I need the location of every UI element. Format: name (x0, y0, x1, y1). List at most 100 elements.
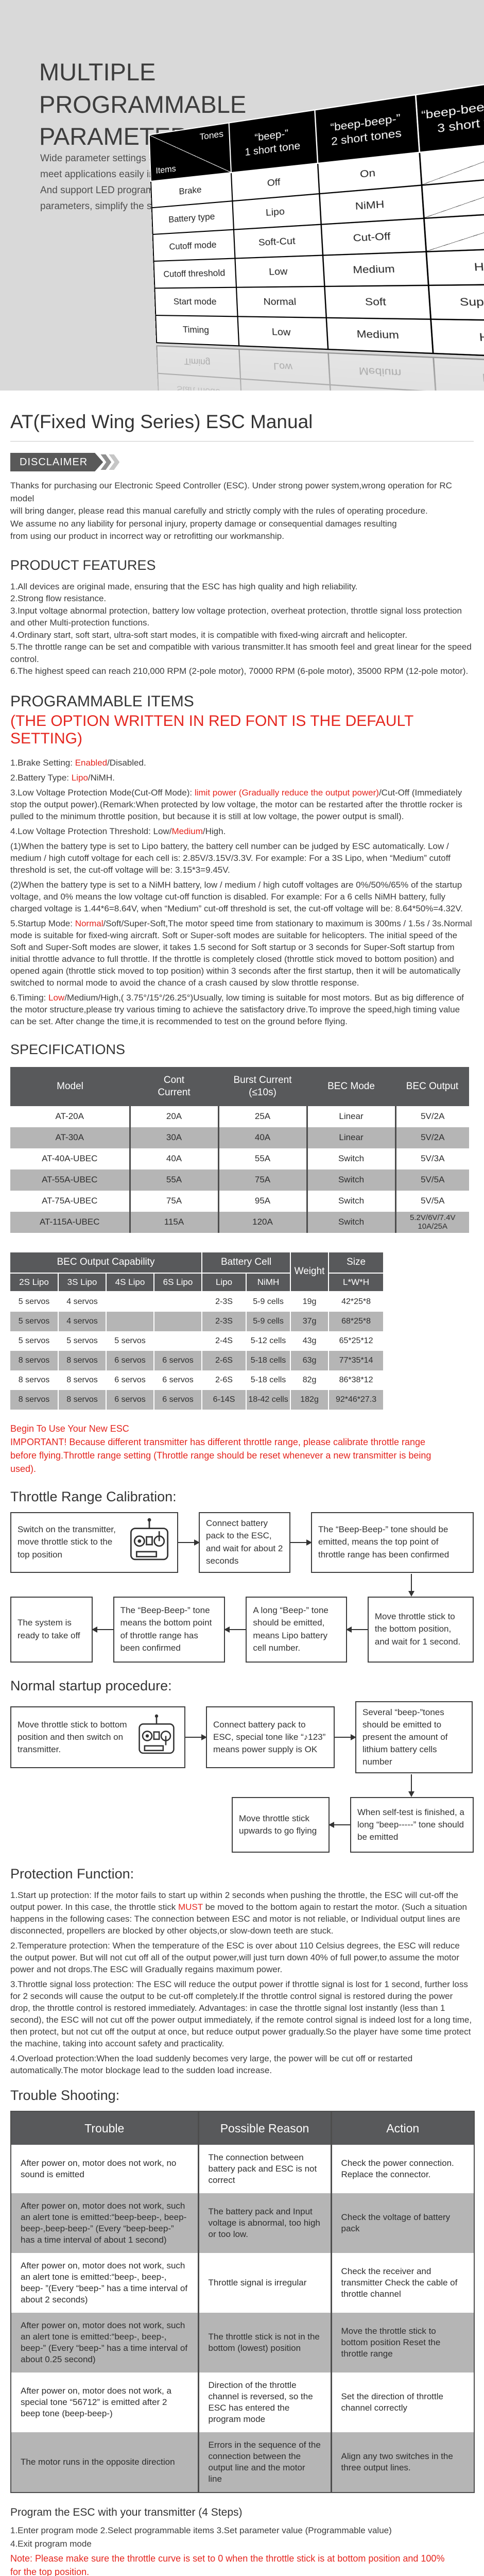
header-cell: Possible Reason (198, 2111, 332, 2145)
disclaimer-badge-row: DISCLAIMER (10, 453, 474, 471)
cell: Check the voltage of battery pack (331, 2193, 474, 2253)
flow-step-text: Connect battery pack to the ESC, and wai… (206, 1518, 283, 1566)
cell: Switch (307, 1211, 396, 1233)
header-cell: Burst Current(≤10s) (218, 1066, 307, 1106)
cell: Set the direction of throttle channel co… (341, 2392, 443, 2413)
cell: 5-12 cells (246, 1331, 291, 1351)
cell: 68*25*8 (329, 1311, 385, 1331)
cell: After power on, motor does not work, suc… (11, 2193, 199, 2253)
product-features-list: 1.All devices are original made, ensurin… (10, 581, 474, 677)
list-item: 4.Overload protection:When the load sudd… (10, 2054, 413, 2076)
cell: 5-9 cells (246, 1291, 291, 1312)
cell: 5-18 cells (246, 1370, 291, 1390)
arrow-left-icon (224, 1626, 246, 1633)
cell: Super soft (428, 284, 484, 321)
cell: 115A (130, 1211, 219, 1233)
feature-item: 4.Ordinary start, soft start, ultra-soft… (10, 630, 407, 640)
cell: 63g (290, 1350, 330, 1370)
manual-content: AT(Fixed Wing Series) ESC Manual DISCLAI… (0, 411, 484, 2576)
cell: 55A (130, 1169, 219, 1191)
cell: 30A (130, 1127, 219, 1148)
cell: 25A (218, 1106, 308, 1127)
header-cell: Model (10, 1066, 130, 1106)
cell: Cut-Off (321, 218, 426, 256)
section-heading-protection: Protection Function: (10, 1866, 134, 1882)
header-cell: BEC Output (395, 1066, 469, 1106)
calibration-flowchart: Switch on the transmitter, move throttle… (10, 1512, 474, 1663)
table-row: After power on, motor does not work, a s… (11, 2372, 474, 2433)
hero-section: MULTIPLE PROGRAMMABLE PARAMETERS Wide pa… (0, 0, 484, 391)
text-line: 1.Enter program mode 2.Select programmab… (10, 2526, 392, 2536)
cell: 5-9 cells (246, 1311, 291, 1331)
section-heading-programmable-items: PROGRAMMABLE ITEMS (10, 692, 194, 710)
cell (154, 1291, 203, 1312)
flow-step: The “Beep-Beep-” tone means the bottom p… (113, 1596, 226, 1663)
flow-row: Switch on the transmitter, move throttle… (10, 1512, 474, 1573)
list-item: 2.Temperature protection: When the tempe… (10, 1941, 460, 1975)
cell: 75A (218, 1169, 308, 1191)
flow-step: Move throttle stick to bottom position a… (10, 1706, 185, 1768)
text-line: will bring danger, please read this manu… (10, 506, 428, 516)
list-item: (2)When the battery type is set to a NiM… (10, 879, 463, 913)
cell: 40A (218, 1127, 308, 1148)
list-item: 3.Low Voltage Protection Mode(Cut-Off Mo… (10, 787, 462, 821)
table-row: After power on, motor does not work, no … (11, 2145, 474, 2194)
flow-step-text: Move throttle stick to the bottom positi… (374, 1612, 461, 1647)
program-steps-summary: 1.Enter program mode 2.Select programmab… (10, 2524, 474, 2551)
flow-step-text: The “Beep-Beep-” tone means the bottom p… (120, 1605, 212, 1653)
flow-step-text: Switch on the transmitter, move throttle… (18, 1524, 116, 1560)
feature-item: 2.Strong flow resistance. (10, 594, 107, 603)
table-row: Trouble Possible Reason Action (11, 2111, 474, 2145)
header-cell: BEC Mode (307, 1066, 395, 1106)
cell: 6 servos (154, 1350, 203, 1370)
cell: 6 servos (106, 1350, 154, 1370)
cell: 55A (218, 1148, 308, 1170)
text-line: We assume no any liability for personal … (10, 518, 397, 529)
flow-step: Move throttle stick upwards to go flying (232, 1797, 330, 1853)
cell: 5V/3A (421, 1154, 445, 1163)
flow-step-text: When self-test is finished, a long “beep… (357, 1807, 464, 1842)
cell: 65*25*12 (329, 1331, 385, 1351)
arrow-right-icon (178, 1539, 200, 1546)
flow-row: Move throttle stick to bottom position a… (10, 1701, 474, 1774)
cell: 6 servos (154, 1389, 203, 1410)
cell: Linear (307, 1127, 396, 1148)
section-heading-normal-startup: Normal startup procedure: (10, 1677, 172, 1693)
cell: 5 servos (106, 1331, 154, 1351)
cell: 120A (218, 1211, 308, 1233)
cell: The connection between battery pack and … (198, 2145, 332, 2194)
cell: 18-42 cells (246, 1389, 291, 1410)
arrow-left-icon (329, 1822, 350, 1828)
flow-step-text: Several “beep-”tones should be emitted t… (362, 1707, 448, 1767)
begin-heading: Begin To Use Your New ESC (10, 1423, 129, 1434)
cell (106, 1291, 154, 1312)
protection-list: 1.Start up protection: If the motor fail… (10, 1889, 474, 2076)
trouble-shooting-table: Trouble Possible Reason Action After pow… (10, 2111, 475, 2494)
divider (10, 441, 474, 442)
cell: 5V/5A (421, 1196, 445, 1206)
section-heading-program-steps: Program the ESC with your transmitter (4… (10, 2506, 243, 2519)
cell: After power on, motor does not work, a s… (11, 2372, 199, 2433)
flow-step: The system is ready to take off (10, 1596, 93, 1663)
section-heading-trouble-shooting: Trouble Shooting: (10, 2088, 120, 2104)
flow-step: Switch on the transmitter, move throttle… (10, 1512, 178, 1573)
programmable-items-list: 1.Brake Setting: Enabled/Disabled. 2.Bat… (10, 757, 474, 1027)
table-row: 2S Lipo 3S Lipo 4S Lipo 6S Lipo Lipo NiM… (10, 1273, 385, 1292)
cell: 182g (290, 1389, 330, 1410)
header-cell: Size (329, 1252, 385, 1274)
header-cell: 4S Lipo (106, 1273, 154, 1292)
cell: 5 servos (10, 1331, 59, 1351)
cell: 19g (290, 1291, 330, 1312)
cell: The throttle stick is not in the bottom … (198, 2313, 332, 2373)
header-cell: Lipo (202, 1273, 247, 1292)
flow-step-text: Move throttle stick upwards to go flying (239, 1814, 317, 1836)
cell: Soft (324, 285, 431, 319)
arrow-right-icon (335, 1734, 356, 1740)
